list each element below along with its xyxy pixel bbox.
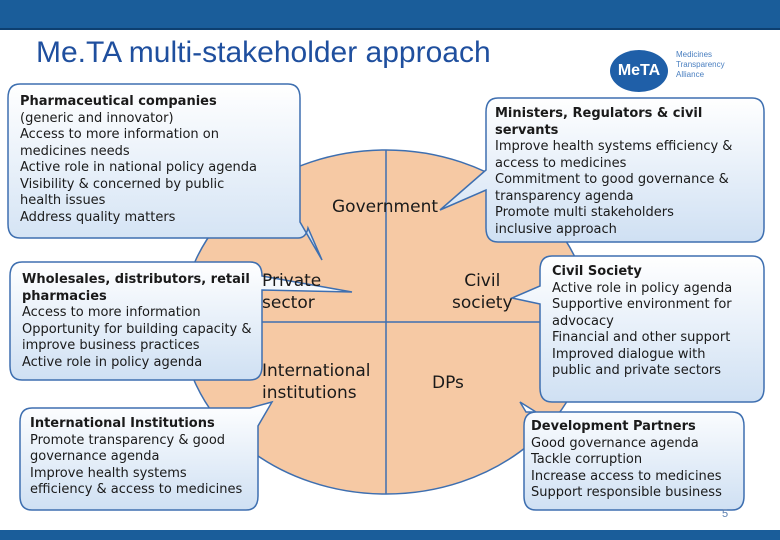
slide-title: Me.TA multi-stakeholder approach bbox=[36, 36, 491, 69]
civil-line: Improved dialogue with bbox=[552, 346, 706, 362]
ministers-heading: servants bbox=[495, 122, 559, 138]
pharma-line: medicines needs bbox=[20, 143, 130, 159]
pharma-line: (generic and innovator) bbox=[20, 110, 174, 126]
label-line: Private bbox=[262, 271, 322, 291]
intl-line: Promote transparency & good bbox=[30, 432, 226, 448]
ministers-line: transparency agenda bbox=[495, 188, 634, 204]
dev-line: Tackle corruption bbox=[531, 452, 643, 467]
pharma-callout-box bbox=[7, 83, 323, 261]
wholesales-line: Access to more information bbox=[22, 305, 201, 320]
civil-box-text: Civil Society Active role in policy agen… bbox=[552, 264, 732, 380]
logo-caption-line: Transparency bbox=[676, 60, 725, 69]
ministers-line: Promote multi stakeholders bbox=[495, 205, 674, 220]
logo-caption-line: Alliance bbox=[676, 70, 705, 79]
label-private-sector: Private sector bbox=[262, 270, 321, 314]
pharma-line: Active role in national policy agenda bbox=[20, 160, 257, 175]
pharma-line: Address quality matters bbox=[20, 209, 176, 225]
pharma-line: Visibility & concerned by public bbox=[20, 176, 225, 192]
top-bar-line bbox=[0, 28, 780, 30]
dev-callout-box bbox=[519, 401, 745, 511]
pharma-heading: Pharmaceutical companies bbox=[20, 94, 217, 109]
label-government: Government bbox=[332, 197, 439, 217]
civil-heading: Civil Society bbox=[552, 264, 642, 279]
civil-callout-box bbox=[509, 255, 765, 403]
wholesales-heading: Wholesales, distributors, retail bbox=[22, 272, 250, 287]
label-line: sector bbox=[262, 293, 315, 313]
dev-line: Increase access to medicines bbox=[531, 468, 722, 484]
wholesales-line: improve business practices bbox=[22, 338, 200, 353]
label-dps: DPs bbox=[432, 373, 464, 393]
label-international: International institutions bbox=[262, 360, 371, 404]
dev-heading: Development Partners bbox=[531, 419, 696, 434]
top-bar bbox=[0, 0, 780, 28]
pharma-box-text: Pharmaceutical companies (generic and in… bbox=[20, 94, 257, 226]
ministers-heading: Ministers, Regulators & civil bbox=[495, 106, 703, 121]
ministers-line: Improve health systems efficiency & bbox=[495, 139, 733, 154]
label-line: institutions bbox=[262, 383, 357, 403]
label-line: International bbox=[262, 361, 371, 381]
civil-line: public and private sectors bbox=[552, 363, 722, 378]
bottom-bar bbox=[0, 530, 780, 540]
dev-box-text: Development Partners Good governance age… bbox=[531, 419, 722, 502]
wholesales-line: Opportunity for building capacity & bbox=[22, 321, 252, 337]
wholesales-heading: pharmacies bbox=[22, 288, 107, 304]
civil-line: advocacy bbox=[552, 313, 614, 329]
intl-heading: International Institutions bbox=[30, 416, 215, 431]
wholesales-box-text: Wholesales, distributors, retail pharmac… bbox=[22, 272, 252, 371]
civil-line: Financial and other support bbox=[552, 330, 731, 345]
label-line: society bbox=[452, 293, 513, 313]
intl-line: governance agenda bbox=[30, 449, 160, 464]
intl-line: efficiency & access to medicines bbox=[30, 482, 243, 497]
ministers-callout-box bbox=[439, 97, 765, 243]
civil-line: Supportive environment for bbox=[552, 297, 732, 312]
ministers-line: Commitment to good governance & bbox=[495, 172, 729, 187]
wholesales-callout-box bbox=[9, 261, 353, 381]
dev-line: Support responsible business bbox=[531, 485, 722, 500]
dev-line: Good governance agenda bbox=[531, 435, 699, 451]
intl-box-text: International Institutions Promote trans… bbox=[30, 416, 242, 499]
pharma-line: health issues bbox=[20, 193, 106, 208]
logo-caption-line: Medicines bbox=[676, 50, 713, 59]
page-number: 5 bbox=[722, 508, 729, 520]
wholesales-line: Active role in policy agenda bbox=[22, 354, 203, 370]
intl-callout-box bbox=[19, 400, 274, 511]
ministers-box-text: Ministers, Regulators & civil servants I… bbox=[495, 106, 732, 238]
intl-line: Improve health systems bbox=[30, 465, 187, 481]
pharma-line: Access to more information on bbox=[20, 127, 219, 142]
label-civil-society: Civil society bbox=[452, 270, 513, 314]
meta-logo: MeTA bbox=[610, 50, 668, 92]
logo-caption: Medicines Transparency Alliance bbox=[676, 50, 756, 80]
civil-line: Active role in policy agenda bbox=[552, 280, 733, 296]
ministers-line: access to medicines bbox=[495, 155, 627, 171]
label-line: Civil bbox=[464, 271, 501, 291]
ministers-line: inclusive approach bbox=[495, 221, 617, 237]
